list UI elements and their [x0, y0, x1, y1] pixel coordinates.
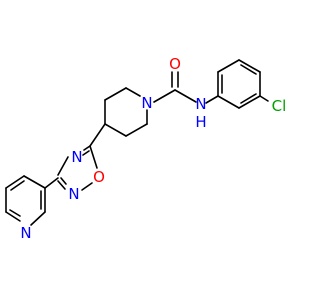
chemical-structure: O N H Cl N N O N N — [5, 55, 286, 242]
atom-labels: O N H Cl N N O N N — [20, 55, 286, 242]
bond-pyr-4 — [5, 211, 21, 222]
bond-pip-n-c2 — [125, 87, 141, 97]
bond-oxa-o1-n2 — [81, 182, 93, 191]
bond-carbonyl-amide-n — [174, 89, 197, 103]
bond-pyr-5 — [30, 211, 46, 226]
amide-hydrogen-label: H — [195, 113, 206, 131]
bond-oxa-n2-c3-double — [60, 177, 67, 185]
bond-aryl-3 — [238, 59, 261, 73]
oxadiazole-n2-label: N — [68, 185, 79, 203]
bond-aryl-inner-3 — [240, 93, 257, 104]
bonds — [5, 59, 269, 226]
bond-pyr-1 — [23, 175, 46, 189]
amide-nitrogen-label: N — [195, 95, 206, 113]
bond-aryl-5 — [238, 95, 261, 109]
oxadiazole-n4-label: N — [71, 148, 82, 166]
bond-carbonyl-piperidine-n — [153, 89, 176, 103]
carbonyl-oxygen-label: O — [169, 55, 181, 73]
bond-amide-n-aryl — [205, 95, 219, 104]
pyridine-nitrogen-label: N — [20, 224, 31, 242]
piperidine-nitrogen-label: N — [141, 94, 152, 112]
bond-oxa-n4-c5 — [83, 145, 91, 151]
bond-pyr-inner-2 — [9, 209, 21, 217]
bond-pip-oxadiazole — [89, 123, 106, 147]
bond-aryl-2 — [217, 59, 240, 73]
bond-aryl-cl — [259, 95, 269, 102]
bond-oxa-c3-n4 — [57, 156, 69, 176]
bond-aryl-6 — [217, 95, 240, 109]
bond-pip-c5-c6 — [125, 123, 148, 137]
bond-oxa-pyridine — [44, 177, 59, 189]
bond-pip-c4-c5 — [104, 123, 127, 137]
bond-pip-c2-c3 — [104, 87, 127, 101]
bond-aryl-inner-2 — [240, 64, 257, 75]
bond-pyr-inner-1 — [10, 180, 25, 191]
structure-canvas: O N H Cl N N O N N — [5, 55, 286, 242]
oxadiazole-o1-label: O — [93, 168, 105, 186]
bond-pyr-2 — [5, 175, 25, 189]
chlorine-label: Cl — [272, 97, 287, 115]
bond-oxa-c5-o1 — [89, 145, 98, 169]
bond-oxa-n2-c3 — [57, 180, 66, 190]
bond-oxa-n4-c5-double — [82, 150, 90, 156]
